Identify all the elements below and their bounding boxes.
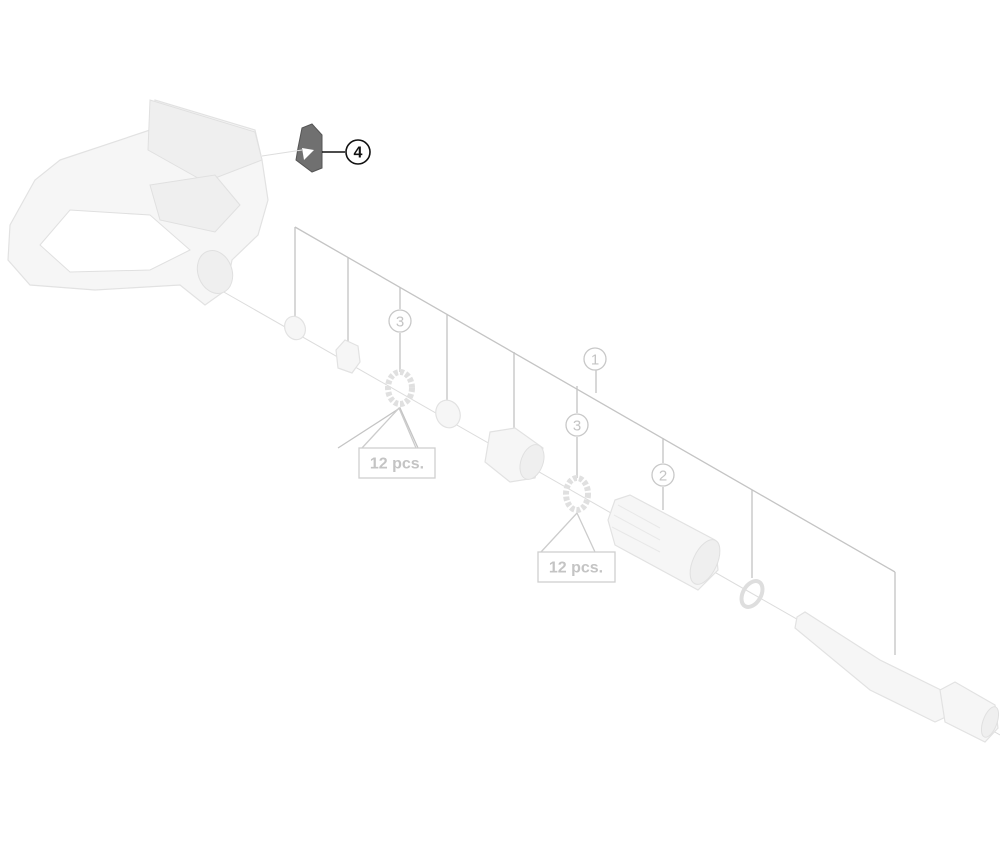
svg-text:1: 1 [591, 352, 599, 369]
quantity-leaders [361, 406, 596, 553]
axle-spindle [794, 611, 1000, 743]
ball-bearings-a [385, 369, 415, 407]
svg-text:2: 2 [659, 468, 667, 485]
cone-nut [284, 315, 306, 341]
quantity-label-b: 12 pcs. [537, 551, 616, 583]
bracket-part-1 [294, 226, 896, 655]
svg-text:3: 3 [396, 314, 404, 331]
callout-3b: 3 [565, 413, 589, 437]
callout-2: 2 [651, 463, 675, 487]
part-4-highlighted: 4 [261, 123, 371, 173]
ball-bearings-b [563, 475, 591, 513]
svg-text:12 pcs.: 12 pcs. [370, 456, 424, 473]
callout-1: 1 [583, 347, 607, 371]
svg-text:3: 3 [573, 418, 581, 435]
bearing-cup [435, 399, 461, 429]
quantity-label-a: 12 pcs. [358, 447, 436, 479]
lock-nut [335, 339, 361, 374]
callout-4: 4 [354, 145, 363, 162]
washer-ring [739, 579, 765, 609]
threaded-sleeve-part-2 [607, 494, 721, 591]
callout-4-circle [345, 139, 371, 165]
pedal-body [7, 99, 269, 306]
svg-text:12 pcs.: 12 pcs. [549, 560, 603, 577]
callout-3a: 3 [388, 309, 412, 333]
sleeve-cylinder [484, 427, 545, 483]
